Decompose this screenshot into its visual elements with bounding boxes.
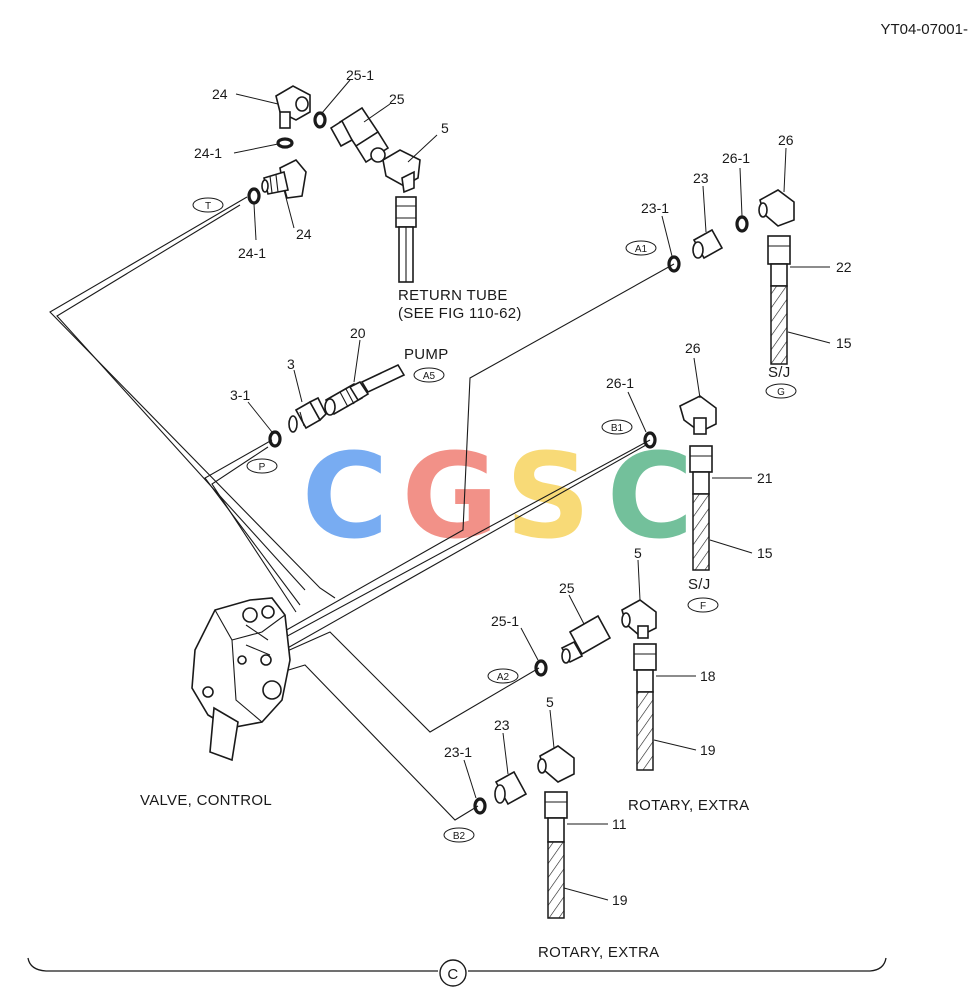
figure-code: YT04-07001- bbox=[880, 21, 968, 38]
watermark-letter-2: G bbox=[402, 427, 499, 565]
hose-assembly-11-19-bot bbox=[544, 791, 568, 919]
caption-rotary-extra-1: ROTARY, EXTRA bbox=[628, 797, 749, 814]
port-bubble-p-shape bbox=[246, 458, 278, 474]
callout-23-bot: 23 bbox=[494, 717, 510, 733]
caption-pump: PUMP bbox=[404, 346, 449, 363]
callout-3: 3 bbox=[287, 356, 295, 372]
hose-assembly-22-15-top bbox=[767, 235, 791, 365]
hose-assembly-21-15-mid bbox=[689, 445, 713, 571]
port-bubble-a1-shape bbox=[625, 240, 657, 256]
caption-sj-g: S/J bbox=[768, 364, 791, 381]
o-ring-24-1-upper bbox=[276, 137, 294, 149]
callout-25-1-top: 25-1 bbox=[346, 67, 374, 83]
elbow-fitting-26-mid bbox=[679, 395, 717, 435]
o-ring-3-1 bbox=[268, 430, 282, 448]
callout-22: 22 bbox=[836, 259, 852, 275]
callout-25-mid: 25 bbox=[559, 580, 575, 596]
callout-24-1-bottom: 24-1 bbox=[238, 245, 266, 261]
o-ring-23-1-bot bbox=[473, 797, 487, 815]
watermark-letter-4: C bbox=[607, 427, 694, 565]
callout-26-top: 26 bbox=[778, 132, 794, 148]
elbow-fitting-24-lower bbox=[261, 159, 307, 199]
port-bubble-t: T bbox=[205, 201, 211, 212]
o-ring-26-1-top bbox=[735, 215, 749, 233]
callout-23-top: 23 bbox=[693, 170, 709, 186]
section-mark: C bbox=[447, 966, 458, 983]
o-ring-25-1-upper bbox=[313, 111, 327, 129]
callout-23-1-top: 23-1 bbox=[641, 200, 669, 216]
callout-24-bottom: 24 bbox=[296, 226, 312, 242]
callout-23-1-bot: 23-1 bbox=[444, 744, 472, 760]
elbow-fitting-26-top bbox=[758, 189, 795, 227]
callout-5-bot: 5 bbox=[546, 694, 554, 710]
port-bubbles: T A5 A1 P B1 G F A2 B2 bbox=[192, 197, 797, 843]
callout-19-bot: 19 bbox=[612, 892, 628, 908]
callout-15-top: 15 bbox=[836, 335, 852, 351]
elbow-fitting-24-upper bbox=[275, 85, 311, 129]
callout-20: 20 bbox=[350, 325, 366, 341]
o-ring-25-1-mid bbox=[534, 659, 548, 677]
o-ring-26-1-mid bbox=[643, 431, 657, 449]
hose-assembly-18-19-mid bbox=[633, 643, 657, 771]
callout-18: 18 bbox=[700, 668, 716, 684]
callout-26-mid: 26 bbox=[685, 340, 701, 356]
o-ring-23-1-top bbox=[667, 255, 681, 273]
port-bubble-p: P bbox=[259, 462, 266, 473]
watermark-letter-3: S bbox=[506, 427, 591, 565]
pump-fitting-20 bbox=[324, 363, 406, 416]
port-bubble-f: F bbox=[700, 601, 706, 612]
connector-3 bbox=[288, 396, 327, 433]
caption-return-tube-ref: (SEE FIG 110-62) bbox=[398, 305, 522, 322]
watermark: C G S C bbox=[302, 427, 694, 565]
callout-3-1: 3-1 bbox=[230, 387, 250, 403]
port-bubble-a2-shape bbox=[487, 668, 519, 684]
callout-21: 21 bbox=[757, 470, 773, 486]
control-valve bbox=[191, 597, 291, 762]
port-bubble-g-shape bbox=[765, 383, 797, 399]
port-bubble-a2: A2 bbox=[497, 672, 510, 683]
callout-5-top: 5 bbox=[441, 120, 449, 136]
callout-labels: 24 24-1 24 24-1 25-1 25 5 20 3 3-1 26 26… bbox=[194, 67, 852, 908]
port-bubble-g: G bbox=[777, 387, 785, 398]
routing-lines bbox=[49, 196, 675, 821]
port-bubble-t-shape bbox=[192, 197, 224, 213]
callout-11: 11 bbox=[612, 816, 627, 832]
port-bubble-b2-shape bbox=[443, 827, 475, 843]
elbow-fitting-5-bot bbox=[537, 745, 575, 783]
o-ring-24-1-lower bbox=[247, 187, 261, 205]
adapter-25-mid bbox=[560, 614, 612, 664]
elbow-fitting-5-mid bbox=[621, 599, 657, 639]
port-bubble-a5-shape bbox=[413, 367, 445, 383]
callout-5-mid: 5 bbox=[634, 545, 642, 561]
leader-lines bbox=[233, 79, 831, 901]
callout-25-1-mid: 25-1 bbox=[491, 613, 519, 629]
port-bubble-a5: A5 bbox=[423, 371, 436, 382]
caption-rotary-extra-2: ROTARY, EXTRA bbox=[538, 944, 659, 961]
caption-sj-f: S/J bbox=[688, 576, 711, 593]
port-bubble-a1: A1 bbox=[635, 244, 648, 255]
captions: RETURN TUBE (SEE FIG 110-62) PUMP VALVE,… bbox=[140, 287, 791, 961]
port-bubble-f-shape bbox=[687, 597, 719, 613]
callout-24-top: 24 bbox=[212, 86, 228, 102]
port-bubble-b1: B1 bbox=[611, 423, 624, 434]
callout-24-1-top: 24-1 bbox=[194, 145, 222, 161]
caption-valve-control: VALVE, CONTROL bbox=[140, 792, 272, 809]
return-tube bbox=[395, 196, 417, 283]
section-bracket: C bbox=[27, 957, 887, 987]
callout-15-mid: 15 bbox=[757, 545, 773, 561]
adapter-23-bot bbox=[494, 770, 528, 806]
port-bubble-b2: B2 bbox=[453, 831, 466, 842]
callout-26-1-mid: 26-1 bbox=[606, 375, 634, 391]
watermark-letter-1: C bbox=[302, 427, 389, 565]
caption-return-tube: RETURN TUBE bbox=[398, 287, 508, 304]
adapter-23-top bbox=[692, 228, 724, 260]
callout-26-1-top: 26-1 bbox=[722, 150, 750, 166]
callout-25-top: 25 bbox=[389, 91, 405, 107]
adapter-25-upper bbox=[329, 106, 390, 164]
callout-19-mid: 19 bbox=[700, 742, 716, 758]
port-bubble-b1-shape bbox=[601, 419, 633, 435]
